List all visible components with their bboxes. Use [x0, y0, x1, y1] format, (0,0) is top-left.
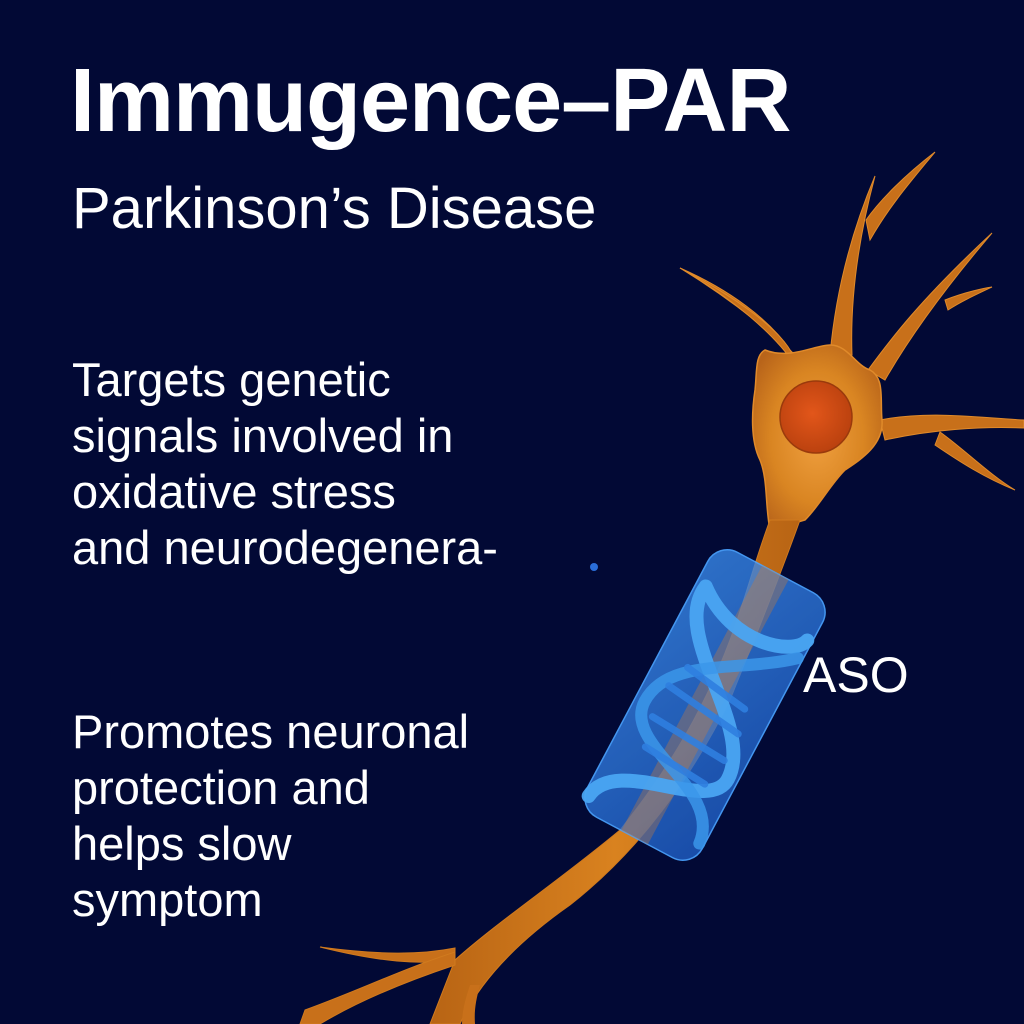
nucleus [779, 380, 853, 454]
aso-capsule-icon [581, 549, 826, 861]
description-targets: Targets genetic signals involved in oxid… [72, 352, 498, 576]
description-line: oxidative stress [72, 465, 396, 518]
neuron-icon [679, 151, 1024, 491]
axon-branch [299, 951, 456, 1024]
description-benefits: Promotes neuronal protection and helps s… [72, 704, 469, 928]
page-subtitle: Parkinson’s Disease [72, 176, 597, 241]
description-line: signals involved in [72, 409, 454, 462]
aso-label: ASO [803, 647, 909, 703]
marker-dot [590, 563, 598, 571]
axon-branch [319, 946, 456, 963]
description-line: protection and [72, 761, 370, 814]
description-line: Promotes neuronal [72, 705, 470, 758]
page-title: Immugence–PAR [70, 51, 792, 151]
dna-helix-icon [581, 579, 815, 850]
description-line: and neurodegenera- [72, 521, 498, 574]
axon-branch [462, 985, 480, 1024]
description-line: Targets genetic [72, 353, 391, 406]
description-line: helps slow [72, 817, 292, 870]
description-line: symptom [72, 873, 263, 926]
